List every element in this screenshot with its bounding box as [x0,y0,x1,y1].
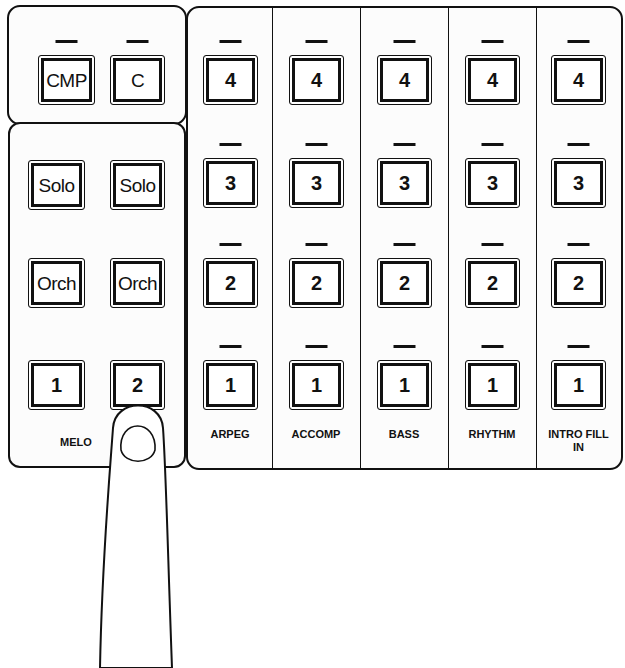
right-frame [187,7,622,469]
button-label: 2 [399,273,410,293]
led-dash [568,243,590,246]
panel-button: 1 [203,360,258,410]
panel-button: 3 [551,158,606,208]
button-label: 3 [399,173,410,193]
button-label: 2 [132,375,143,395]
section-label: BASS [373,428,435,441]
panel-button: 3 [377,158,432,208]
led-dash [220,345,242,348]
led-dash [568,143,590,146]
button-label: 4 [487,70,498,90]
section-column: ACCOMP 4 3 2 1 [272,8,360,468]
section-label: INTRO FILL IN [548,428,610,453]
led-dash [568,40,590,43]
button-label: 4 [399,70,410,90]
button-label: 4 [573,70,584,90]
section-column: RHYTHM 4 3 2 1 [448,8,536,468]
led-dash [568,345,590,348]
panel-button: Solo [110,160,165,210]
section-label: ACCOMP [285,428,347,441]
panel-button: 2 [377,258,432,308]
panel-button: 4 [289,55,344,105]
led-dash [482,345,504,348]
led-dash [306,345,328,348]
led-dash [394,345,416,348]
button-label: 1 [51,375,62,395]
button-label: 4 [225,70,236,90]
led-dash [220,143,242,146]
led-dash [56,40,78,43]
button-label: Orch [118,274,157,293]
button-label: 3 [311,173,322,193]
button-label: 2 [311,273,322,293]
section-column: BASS 4 3 2 1 [360,8,448,468]
panel-button: 1 [28,360,85,410]
button-label: 2 [225,273,236,293]
panel-button: 4 [465,55,520,105]
section-column: INTRO FILL IN 4 3 2 1 [536,8,621,468]
button-label: 3 [225,173,236,193]
led-dash [306,243,328,246]
panel-button: 3 [203,158,258,208]
panel-button: 3 [289,158,344,208]
button-label: CMP [46,71,87,90]
button-label: 1 [399,375,410,395]
led-dash [127,40,149,43]
led-dash [482,243,504,246]
panel-button: 4 [551,55,606,105]
panel-button: 2 [203,258,258,308]
button-label: Solo [38,176,74,195]
panel-button: 4 [203,55,258,105]
section-label: ARPEG [199,428,261,441]
button-label: Solo [119,176,155,195]
panel-button: 1 [465,360,520,410]
button-label: 1 [225,375,236,395]
panel-button: 2 [110,360,165,410]
panel-button: 1 [377,360,432,410]
panel-button: 2 [465,258,520,308]
section-label: RHYTHM [461,428,523,441]
button-label: 1 [573,375,584,395]
button-label: 1 [487,375,498,395]
led-dash [394,143,416,146]
led-dash [220,243,242,246]
panel-button: 1 [289,360,344,410]
led-dash [220,40,242,43]
button-label: 3 [573,173,584,193]
panel-button: 1 [551,360,606,410]
panel-button: Solo [28,160,85,210]
led-dash [306,40,328,43]
button-label: 2 [487,273,498,293]
led-dash [482,143,504,146]
fingernail [121,426,155,461]
section-label: MELO [60,436,92,449]
button-label: Orch [37,274,76,293]
section-column: ARPEG 4 3 2 1 [188,8,272,468]
panel-button: 2 [551,258,606,308]
led-indicators [46,40,590,348]
panel-button: 4 [377,55,432,105]
led-dash [394,243,416,246]
button-label: 3 [487,173,498,193]
led-dash [394,40,416,43]
button-label: 4 [311,70,322,90]
led-dash [306,143,328,146]
upper-left-frame [8,6,186,124]
button-label: 2 [573,273,584,293]
panel-button: CMP [38,55,95,105]
panel-button: Orch [28,258,85,308]
button-label: C [131,71,144,90]
led-dash [482,40,504,43]
panel-button: 3 [465,158,520,208]
button-label: 1 [311,375,322,395]
finger [100,406,172,668]
panel-button: C [110,55,165,105]
panel-button: 2 [289,258,344,308]
panel-button: Orch [110,258,165,308]
